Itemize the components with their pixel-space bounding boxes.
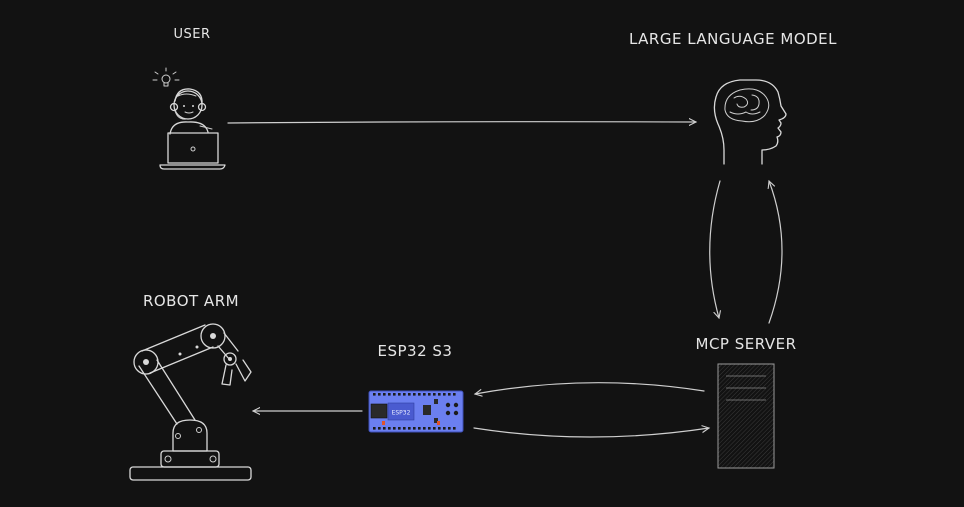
user-to-llm-arrow <box>227 122 696 123</box>
server-rack-icon <box>717 363 775 469</box>
esp32-to-mcp-arrow <box>473 428 709 438</box>
user-at-laptop-icon <box>152 67 226 170</box>
esp32-label: ESP32 S3 <box>378 342 453 360</box>
user-label: USER <box>173 27 210 42</box>
robot-arm-label: ROBOT ARM <box>143 292 239 310</box>
llm-label: LARGE LANGUAGE MODEL <box>629 30 837 48</box>
esp32-board-icon: ESP32 <box>368 390 464 433</box>
idea-lightbulb-icon <box>152 67 180 87</box>
llm-to-mcp-arrow <box>709 180 720 318</box>
robot-arm-icon <box>129 323 252 481</box>
mcp-to-llm-arrow <box>769 181 783 324</box>
mcp-server-label: MCP SERVER <box>696 335 797 353</box>
brain-head-icon <box>713 79 787 165</box>
mcp-to-esp32-arrow <box>475 382 705 394</box>
esp32-chip-label: ESP32 <box>392 410 411 417</box>
